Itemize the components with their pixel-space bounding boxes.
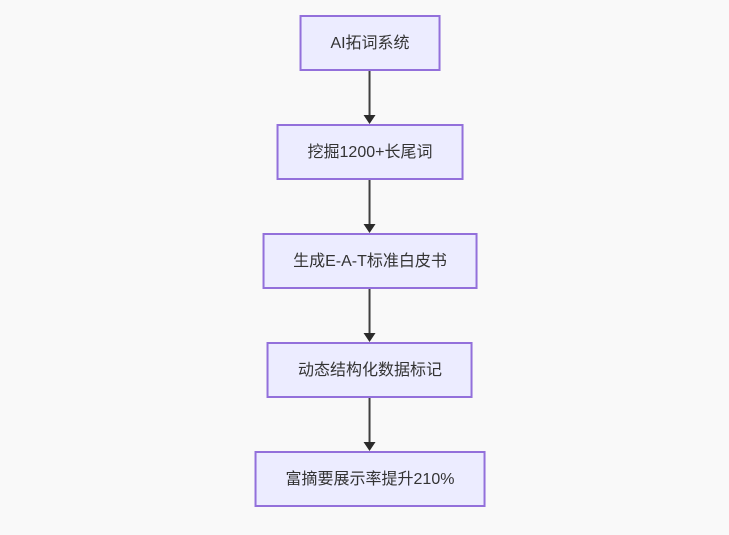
flow-node-ai-keyword-system: AI拓词系统 <box>299 15 441 71</box>
flow-arrow-down-icon <box>364 398 376 451</box>
flow-node-structured-data-markup: 动态结构化数据标记 <box>266 342 473 398</box>
arrow-head-icon <box>364 442 376 451</box>
flow-node-eat-whitepaper: 生成E-A-T标准白皮书 <box>262 233 478 289</box>
flow-arrow-down-icon <box>364 180 376 233</box>
flow-node-label: 富摘要展示率提升210% <box>285 470 455 488</box>
flow-node-label: 挖掘1200+长尾词 <box>307 143 433 161</box>
flow-arrow-down-icon <box>364 289 376 342</box>
arrow-shaft <box>369 71 371 115</box>
flow-node-label: AI拓词系统 <box>330 34 410 52</box>
flowchart: AI拓词系统 挖掘1200+长尾词 生成E-A-T标准白皮书 动态结构化数据标记… <box>254 15 486 507</box>
flow-arrow-down-icon <box>364 71 376 124</box>
arrow-head-icon <box>364 115 376 124</box>
flow-node-label: 动态结构化数据标记 <box>297 361 442 379</box>
arrow-shaft <box>369 289 371 333</box>
arrow-shaft <box>369 180 371 224</box>
arrow-shaft <box>369 398 371 442</box>
arrow-head-icon <box>364 333 376 342</box>
flow-node-longtail-mining: 挖掘1200+长尾词 <box>276 124 464 180</box>
flow-node-label: 生成E-A-T标准白皮书 <box>293 252 447 270</box>
flow-node-rich-snippet-result: 富摘要展示率提升210% <box>254 451 486 507</box>
arrow-head-icon <box>364 224 376 233</box>
